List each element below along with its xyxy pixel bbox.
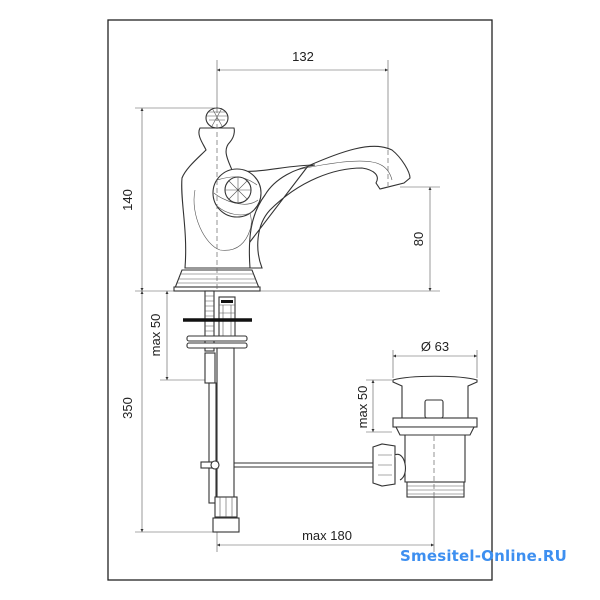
hose-nut <box>212 517 240 533</box>
dim-drain-diameter: Ø 63 <box>421 339 449 354</box>
dim-spout-height: 80 <box>411 232 426 246</box>
dim-hose-length: 350 <box>120 397 135 419</box>
watermark-logo: Smesitel-Online.RU <box>400 547 567 565</box>
dimension-lines <box>140 68 477 547</box>
dim-drain-deck-thickness: max 50 <box>355 386 370 429</box>
dim-total-height: 140 <box>120 189 135 211</box>
dim-spout-reach: 132 <box>292 49 314 64</box>
water-hose <box>216 347 235 517</box>
mounting-assembly <box>183 290 373 533</box>
lift-rod <box>208 382 217 504</box>
drawing-frame <box>107 19 493 581</box>
dim-rod-length: max 180 <box>302 528 352 543</box>
faucet-body <box>173 107 411 292</box>
pop-up-drain <box>372 375 478 498</box>
dim-deck-thickness: max 50 <box>148 314 163 357</box>
